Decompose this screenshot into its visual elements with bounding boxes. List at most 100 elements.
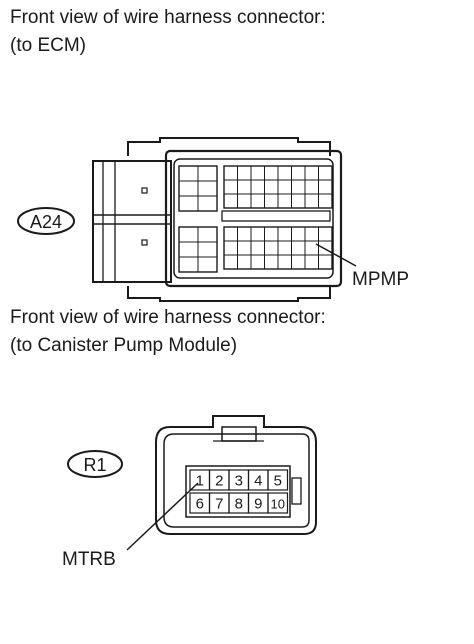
ecm-connector-key-bar <box>221 210 331 222</box>
ecm-connector-housing <box>164 149 343 288</box>
ecm-pin-block-lower-right-cell <box>237 240 252 256</box>
pump-pin-number: 8 <box>235 496 243 513</box>
ecm-pin-block-upper-left-cell <box>197 195 218 212</box>
ecm-pin-block-upper-right-cell <box>237 165 252 181</box>
ecm-pin-block-upper-right-cell <box>223 179 238 195</box>
ecm-pin-block-lower-right-cell <box>250 254 265 270</box>
pump-connector-side-rib <box>291 477 302 505</box>
pump-connector-housing <box>155 415 317 535</box>
ecm-pin-block-lower-right-cell <box>250 240 265 256</box>
pump-pin-number: 6 <box>196 496 204 513</box>
ecm-pin-block-upper-right-cell <box>277 193 292 209</box>
ecm-pin-block-upper-right-cell <box>223 165 238 181</box>
ecm-pin-block-lower-right-cell <box>304 254 319 270</box>
ecm-pin-block-upper-right-cell <box>304 179 319 195</box>
ecm-pin-block-upper-right-cell <box>250 165 265 181</box>
ecm-pin-block-upper-left-cell <box>178 165 199 182</box>
ecm-pin-block-lower-right-cell <box>291 254 306 270</box>
pump-pin-label: MTRB <box>62 549 116 570</box>
pump-connector-pin-block <box>185 465 291 518</box>
pump-pin-leader-line <box>126 482 199 551</box>
ecm-pin-block-lower-right-cell <box>264 240 279 256</box>
ecm-pin-block-upper-right-cell <box>291 193 306 209</box>
pump-pin-number: 9 <box>254 496 262 513</box>
pump-connector-code-badge <box>67 450 123 478</box>
ecm-pin-block-lower-right-cell <box>264 254 279 270</box>
ecm-pin-block-lower-right-cell <box>223 254 238 270</box>
pump-pin-number: 2 <box>215 473 223 490</box>
pump-pin-cell <box>267 469 289 491</box>
ecm-pin-block-lower-right-cell <box>250 226 265 242</box>
ecm-pin-block-lower-right-cell <box>318 226 333 242</box>
ecm-pin-block-upper-right-cell <box>291 165 306 181</box>
ecm-connector-latch <box>92 160 172 283</box>
ecm-pin-label: MPMP <box>352 269 409 290</box>
ecm-pin-block-upper-right-cell <box>318 165 333 181</box>
ecm-connector-code: A24 <box>30 212 62 232</box>
ecm-connector-pin-grid <box>178 165 333 273</box>
ecm-caption-line-2: (to ECM) <box>10 35 86 56</box>
ecm-pin-block-upper-right-cell <box>304 193 319 209</box>
ecm-pin-block-upper-right-cell <box>237 179 252 195</box>
ecm-pin-block-lower-right-cell <box>318 240 333 256</box>
ecm-pin-block-lower-right-cell <box>277 240 292 256</box>
ecm-pin-block-upper-right-cell <box>250 179 265 195</box>
ecm-pin-block-upper-right-cell <box>277 165 292 181</box>
pump-connector-code: R1 <box>83 455 106 475</box>
ecm-pin-block-lower-left-cell <box>197 256 218 273</box>
ecm-pin-block-upper-right-cell <box>318 193 333 209</box>
ecm-pin-block-upper-left-cell <box>197 165 218 182</box>
ecm-connector-top-flange <box>127 137 331 156</box>
pump-pin-number: 1 <box>196 473 204 490</box>
ecm-pin-block-lower-left-cell <box>178 256 199 273</box>
pump-caption-line-2: (to Canister Pump Module) <box>10 335 238 356</box>
ecm-pin-block-upper-right-cell <box>264 179 279 195</box>
ecm-pin-block-upper-left-cell <box>178 195 199 212</box>
ecm-pin-block-upper-right-cell <box>318 179 333 195</box>
pump-pin-number: 3 <box>235 473 243 490</box>
pump-connector-caption: Front view of wire harness connector: (t… <box>10 304 326 360</box>
ecm-pin-block-lower-right-cell <box>291 226 306 242</box>
ecm-pin-block-lower-right-cell <box>291 240 306 256</box>
ecm-pin-block-lower-right-cell <box>237 226 252 242</box>
pump-pin-number: 5 <box>274 473 282 490</box>
ecm-pin-block-upper-right-cell <box>264 165 279 181</box>
ecm-pin-block-upper-left-cell <box>178 180 199 197</box>
pump-connector-housing-inner <box>163 433 310 528</box>
ecm-pin-block-upper-right-cell <box>291 179 306 195</box>
ecm-connector-code-badge <box>17 207 75 235</box>
ecm-pin-block-lower-right-cell <box>277 226 292 242</box>
ecm-pin-block-upper-right-cell <box>237 193 252 209</box>
ecm-pin-block-lower-left-cell <box>178 226 199 243</box>
ecm-pin-block-lower-right-cell <box>277 254 292 270</box>
pump-pin-number: 10 <box>271 497 285 512</box>
ecm-pin-block-upper-right-cell <box>223 193 238 209</box>
ecm-caption-line-1: Front view of wire harness connector: <box>10 7 326 28</box>
ecm-connector-caption: Front view of wire harness connector: (t… <box>10 4 326 60</box>
ecm-pin-block-lower-right-cell <box>304 240 319 256</box>
ecm-pin-block-upper-right-cell <box>264 193 279 209</box>
ecm-pin-block-lower-right-cell <box>237 254 252 270</box>
pump-caption-line-1: Front view of wire harness connector: <box>10 307 326 328</box>
ecm-pin-block-lower-right-cell <box>264 226 279 242</box>
ecm-connector: A24 MPMP <box>17 137 409 302</box>
ecm-pin-block-lower-right-cell <box>223 240 238 256</box>
ecm-pin-block-upper-right-cell <box>304 165 319 181</box>
ecm-connector-bottom-flange <box>127 286 331 302</box>
ecm-pin-block-lower-right-cell <box>304 226 319 242</box>
ecm-pin-block-lower-right-cell <box>223 226 238 242</box>
ecm-pin-block-upper-right-cell <box>277 179 292 195</box>
ecm-pin-block-lower-left-cell <box>178 241 199 258</box>
ecm-pin-leader-line <box>315 243 357 267</box>
ecm-connector-housing-inner <box>173 158 334 279</box>
pump-pin-cell <box>267 492 289 514</box>
ecm-pin-block-lower-left-cell <box>197 226 218 243</box>
pump-pin-number: 4 <box>254 473 262 490</box>
ecm-pin-block-lower-right-cell <box>318 254 333 270</box>
ecm-pin-block-lower-left-cell <box>197 241 218 258</box>
ecm-pin-block-upper-left-cell <box>197 180 218 197</box>
pump-pin-number: 7 <box>215 496 223 513</box>
